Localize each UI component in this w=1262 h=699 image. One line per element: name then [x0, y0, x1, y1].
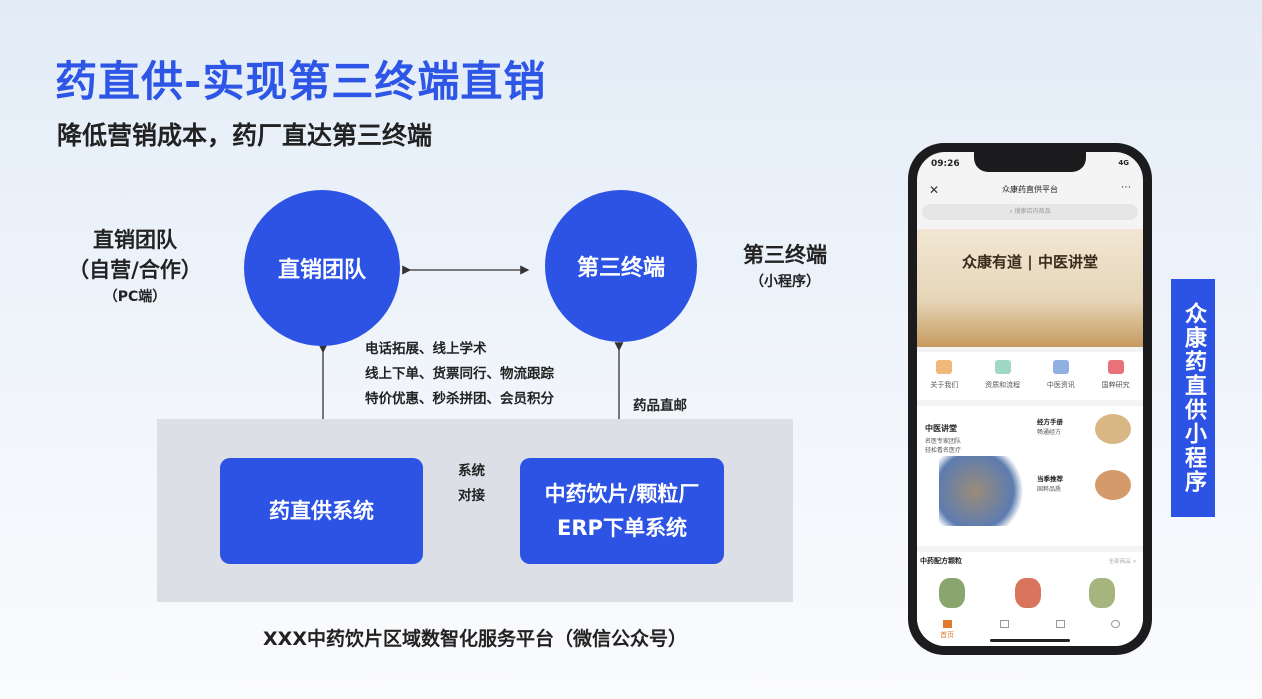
platform-caption: XXX中药饮片区域数智化服务平台（微信公众号）: [263, 628, 687, 650]
link-label-line1: 系统: [458, 463, 485, 479]
service-line: 特价优惠、秒杀拼团、会员积分: [365, 391, 554, 407]
lecture-line2: 轻松看名医疗: [925, 447, 962, 454]
phone-screen: 09:26 4G ✕ 众康药直供平台 ⋯ ⌕ 搜索店内商品 众康有道 | 中医讲…: [917, 152, 1143, 646]
erp-line1: 中药饮片/颗粒厂: [544, 482, 700, 506]
erp-line2: ERP下单系统: [557, 516, 687, 540]
banner-title: 众康有道 | 中医讲堂: [962, 253, 1098, 271]
sales-team-circle: 直销团队: [244, 190, 400, 346]
menu-item[interactable]: 中医资讯: [1047, 360, 1075, 400]
third-terminal-circle: 第三终端: [545, 190, 697, 342]
about-icon: [936, 360, 953, 374]
phone-mockup: 09:26 4G ✕ 众康药直供平台 ⋯ ⌕ 搜索店内商品 众康有道 | 中医讲…: [908, 143, 1152, 655]
link-label-line2: 对接: [458, 488, 485, 504]
search-input[interactable]: ⌕ 搜索店内商品: [922, 204, 1138, 220]
page-title: 药直供-实现第三终端直销: [55, 57, 547, 106]
services-list: 电话拓展、线上学术 线上下单、货票同行、物流跟踪 特价优惠、秒杀拼团、会员积分: [365, 337, 554, 412]
miniprogram-label: 众康药直供小程序: [1171, 279, 1215, 517]
card1-title: 经方手册: [1037, 418, 1063, 426]
system-box: 药直供系统: [220, 458, 423, 564]
section-title: 中药配方颗粒: [920, 557, 962, 565]
qualification-icon: [994, 360, 1011, 374]
menu-row: 关于我们 资质和流程 中医资讯 国粹研究: [917, 352, 1143, 400]
right-label-line1: 第三终端: [743, 243, 827, 267]
menu-item[interactable]: 资质和流程: [985, 360, 1020, 400]
service-line: 线上下单、货票同行、物流跟踪: [365, 366, 554, 382]
left-label: 直销团队 （自营/合作） （PC端）: [60, 225, 210, 309]
banner-image[interactable]: 众康有道 | 中医讲堂: [917, 229, 1143, 347]
lecture-line1: 名医专家团队: [925, 438, 962, 445]
card2-title: 当季推荐: [1037, 475, 1063, 483]
lecture-title: 中医讲堂: [925, 424, 957, 433]
status-time: 09:26: [931, 159, 960, 169]
card1-sub: 畅通经方: [1037, 429, 1062, 436]
menu-label: 中医资讯: [1046, 381, 1075, 389]
tab-home[interactable]: 首页: [940, 620, 954, 646]
herb-image[interactable]: [1089, 578, 1115, 608]
tab-label: 首页: [940, 631, 955, 639]
close-icon[interactable]: ✕: [929, 183, 940, 197]
search-placeholder: 搜索店内商品: [1014, 208, 1051, 215]
search-icon: ⌕: [1009, 208, 1015, 215]
cart-icon: [1055, 620, 1065, 628]
link-label: 系统 对接: [458, 459, 485, 509]
tab-profile[interactable]: [1110, 620, 1120, 646]
page-subtitle: 降低营销成本，药厂直达第三终端: [57, 121, 433, 150]
herb-image[interactable]: [939, 578, 965, 608]
menu-item[interactable]: 关于我们: [930, 360, 958, 400]
research-icon: [1107, 360, 1124, 374]
granule-section: 中药配方颗粒 全部商品 >: [917, 552, 1143, 622]
card2-image: [1095, 470, 1131, 500]
card1-image: [1095, 414, 1131, 444]
app-title: 众康药直供平台: [1002, 185, 1058, 194]
right-label-line2: （小程序）: [750, 274, 820, 290]
profile-icon: [1110, 620, 1120, 628]
home-icon: [942, 620, 952, 628]
lecture-section[interactable]: 中医讲堂 名医专家团队 轻松看名医疗 经方手册 畅通经方 当季推荐 国粹品质: [917, 406, 1143, 546]
more-icon[interactable]: ⋯: [1121, 182, 1131, 193]
news-icon: [1052, 360, 1069, 374]
left-label-line3: （PC端）: [103, 289, 167, 305]
home-indicator: [990, 639, 1070, 642]
left-label-line1: 直销团队: [93, 228, 177, 252]
phone-notch: [974, 152, 1086, 172]
erp-box: 中药饮片/颗粒厂 ERP下单系统: [520, 458, 724, 564]
lecture-illustration: [939, 456, 1029, 526]
menu-label: 关于我们: [930, 381, 959, 389]
herb-image[interactable]: [1015, 578, 1041, 608]
category-icon: [1000, 620, 1010, 628]
menu-item[interactable]: 国粹研究: [1102, 360, 1130, 400]
more-link[interactable]: 全部商品 >: [1108, 559, 1137, 565]
menu-label: 资质和流程: [985, 381, 1021, 389]
left-label-line2: （自营/合作）: [68, 258, 202, 282]
tab-category[interactable]: [1000, 620, 1010, 646]
service-line: 电话拓展、线上学术: [365, 341, 487, 357]
card2-sub: 国粹品质: [1037, 486, 1062, 493]
direct-mail-label: 药品直邮: [633, 398, 687, 414]
right-label: 第三终端 （小程序）: [725, 240, 845, 294]
menu-label: 国粹研究: [1101, 381, 1130, 389]
status-signal: 4G: [1118, 159, 1129, 167]
tab-cart[interactable]: [1055, 620, 1065, 646]
